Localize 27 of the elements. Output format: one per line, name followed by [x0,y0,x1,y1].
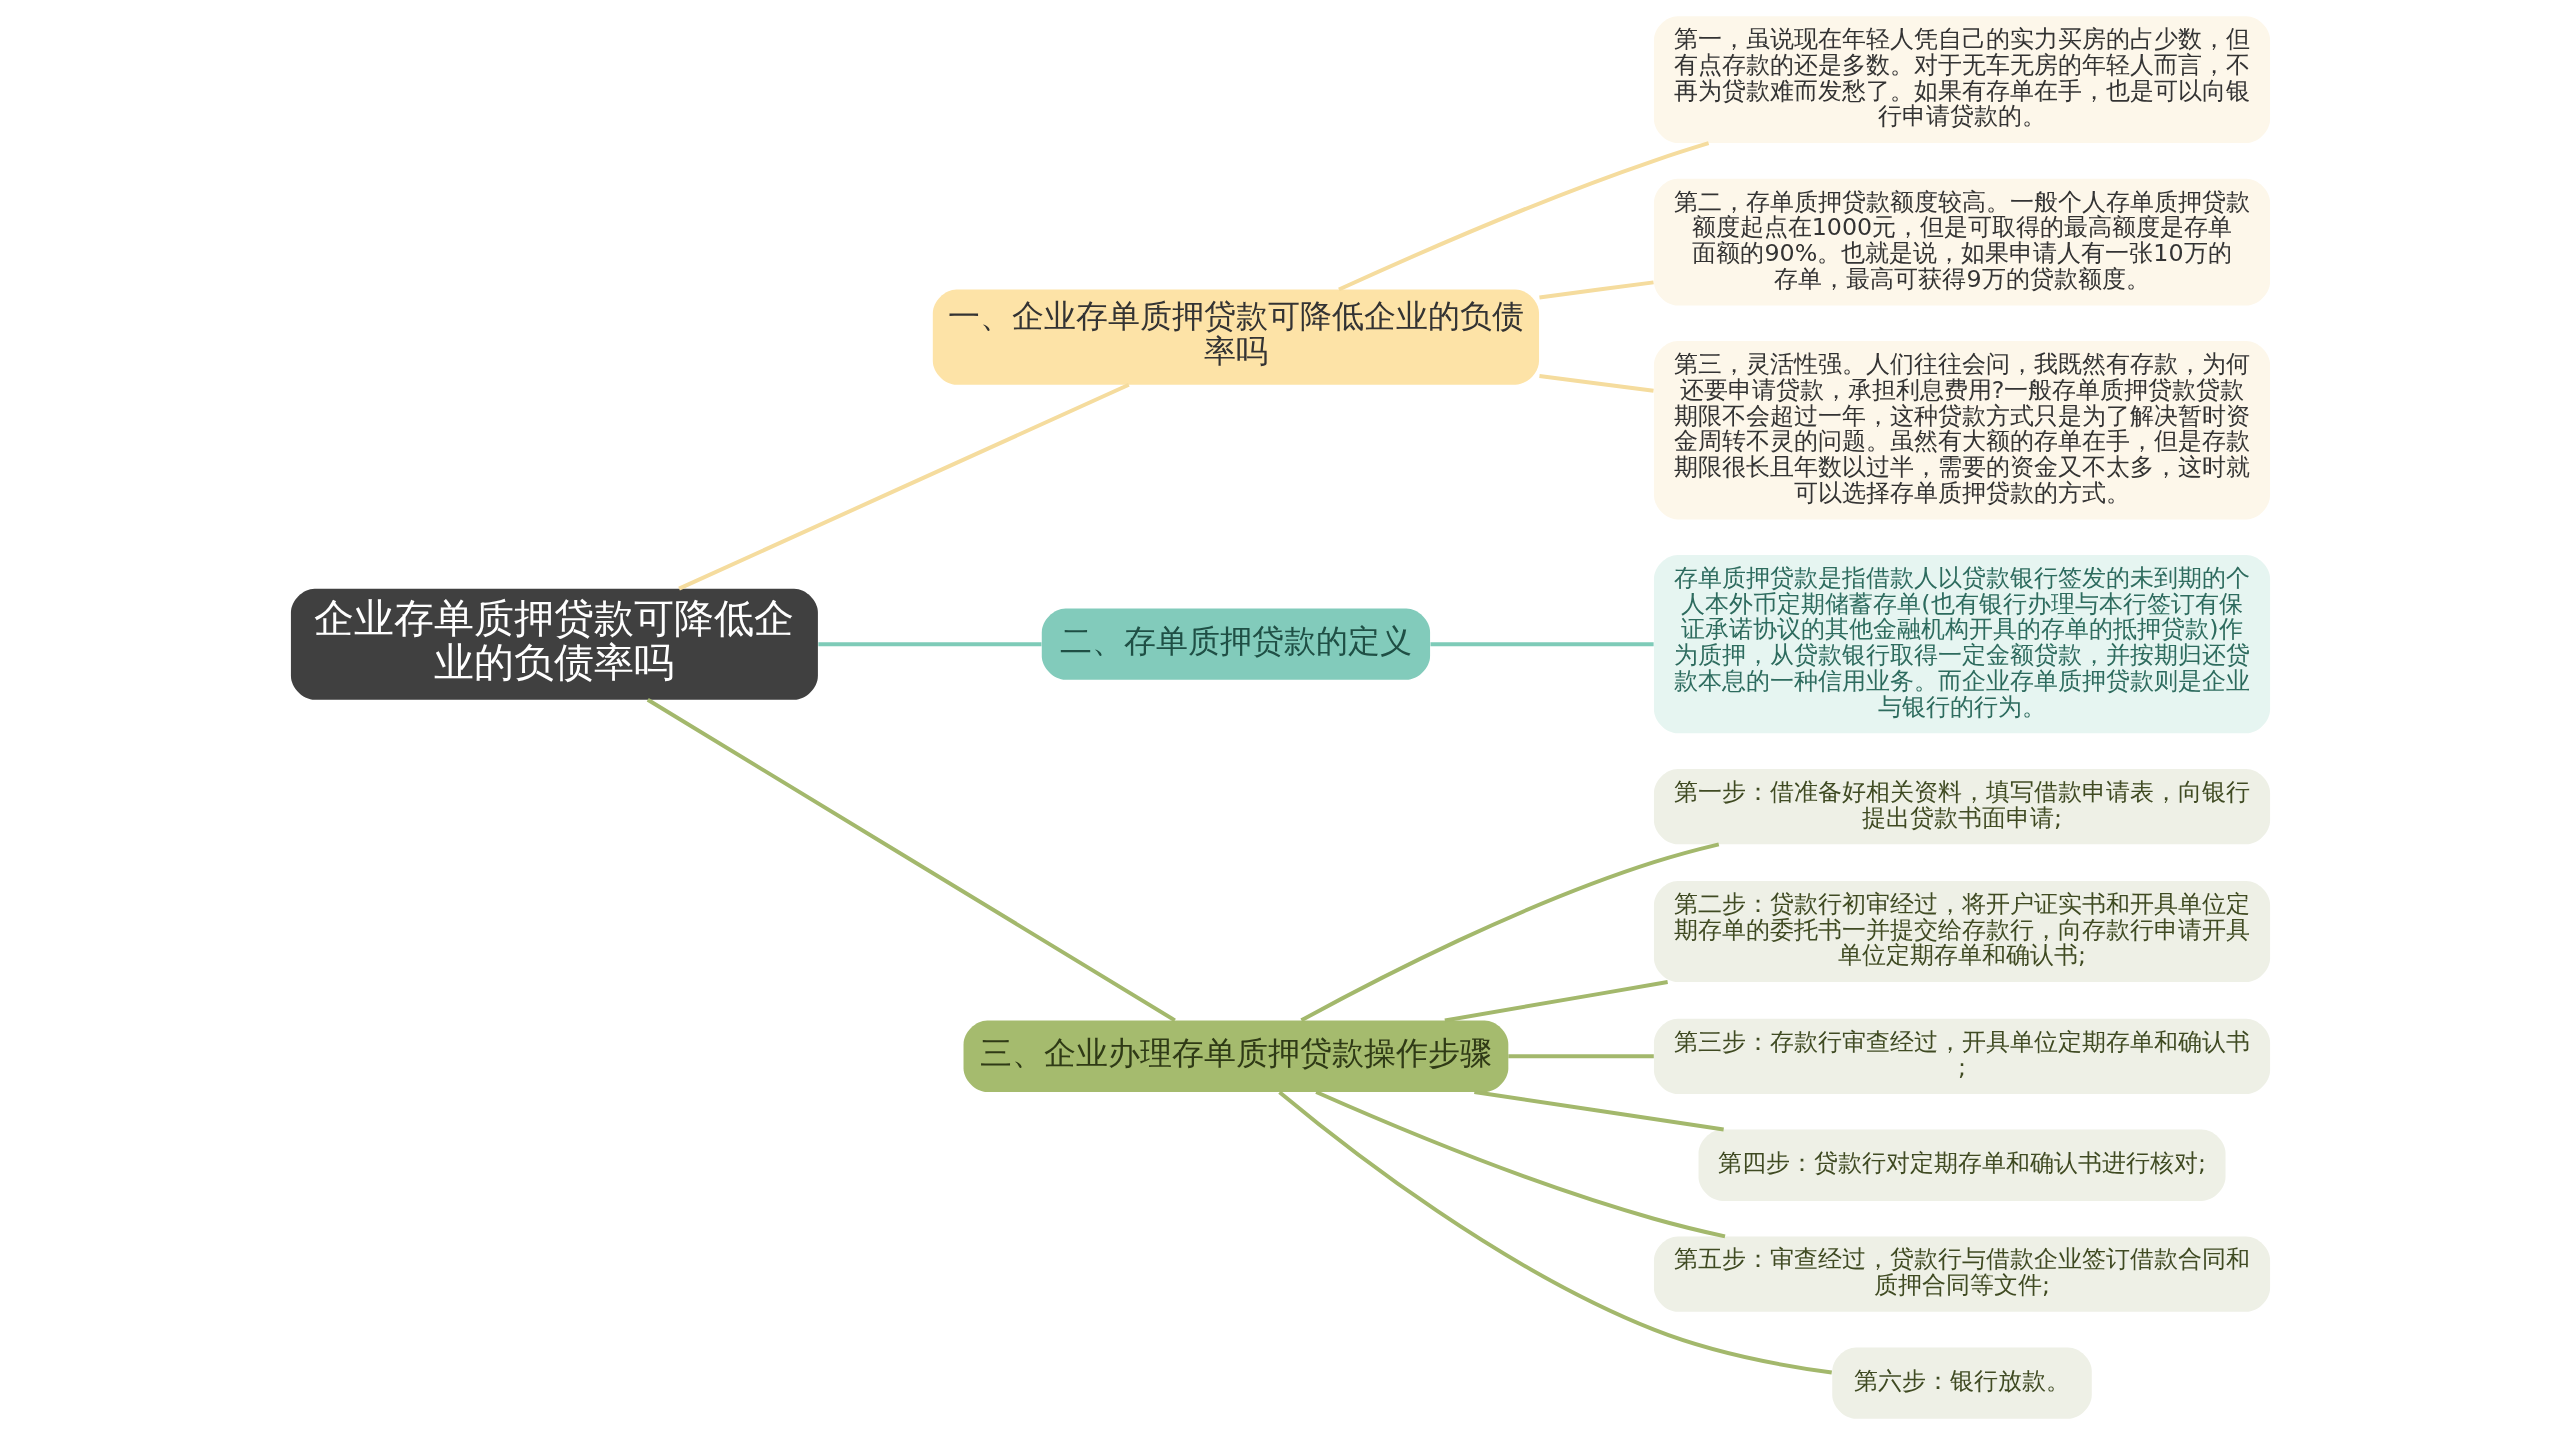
node-box: 企业存单质押贷款可降低企业的负债率吗 [290,588,818,700]
node-box: 第三步：存款行审查经过，开具单位定期存单和确认书; [1653,1018,2270,1094]
node-box: 第二步：贷款行初审经过，将开户证实书和开具单位定期存单的委托书一并提交给存款行，向存款行申请开具单位定期存单和确认书; [1653,880,2270,982]
node-box: 第一，虽说现在年轻人凭自己的实力买房的占少数，但有点存款的还是多数。对于无车无房的年轻人而言，不再为贷款难而发愁了。如果有存单在手，也是可以向银行申请贷款的。 [1653,16,2270,143]
connector [1314,1090,1725,1239]
node-box: 第二，存单质押贷款额度较高。一般个人存单质押贷款额度起点在1000元，但是可取得的最高额度是存单面额的90%。也就是说，如果申请人有一张10万的存单，最高可获得9万的贷款额度。 [1653,178,2270,306]
connector [1337,141,1709,292]
connector [1299,842,1719,1023]
node-box: 二、存单质押贷款的定义 [1041,608,1430,680]
connector [1538,374,1654,393]
connector [677,382,1130,591]
connector [1538,280,1654,300]
connector [1444,980,1668,1023]
node-box: 第四步：贷款行对定期存单和确认书进行核对; [1698,1129,2225,1201]
node-box: 第三，灵活性强。人们往往会问，我既然有存款，为何还要申请贷款，承担利息费用?一般存单质押贷款贷款期限不会超过一年，这种贷款方式只是为了解决暂时资金周转不灵的问题。虽然有大额的存单在手，但是存款期限很长且年数以过半，需要的资金又不太多，这时就可以选择存单质押贷款的方式。 [1653,341,2270,520]
connector [1473,1090,1724,1132]
connector [1429,642,1654,647]
connector [1507,1054,1654,1059]
node-box: 第六步：银行放款。 [1831,1347,2092,1419]
connector [1277,1090,1832,1375]
node-box: 一、企业存单质押贷款可降低企业的负债率吗 [932,289,1539,385]
connector [817,642,1041,647]
node-box: 第五步：审查经过，贷款行与借款企业签订借款合同和质押合同等文件; [1653,1236,2270,1312]
connector [646,698,1176,1023]
node-box: 三、企业办理存单质押贷款操作步骤 [963,1020,1508,1092]
node-box: 第一步：借准备好相关资料，填写借款申请表，向银行提出贷款书面申请; [1653,769,2270,845]
node-box: 存单质押贷款是指借款人以贷款银行签发的未到期的个人本外币定期储蓄存单(也有银行办理与本行签订有保证承诺协议的其他金融机构开具的存单的抵押贷款)作为质押，从贷款银行取得一定金额贷款，并按期归还贷款本息的一种信用业务。而企业存单质押贷款则是企业与银行的行为。 [1653,555,2270,734]
